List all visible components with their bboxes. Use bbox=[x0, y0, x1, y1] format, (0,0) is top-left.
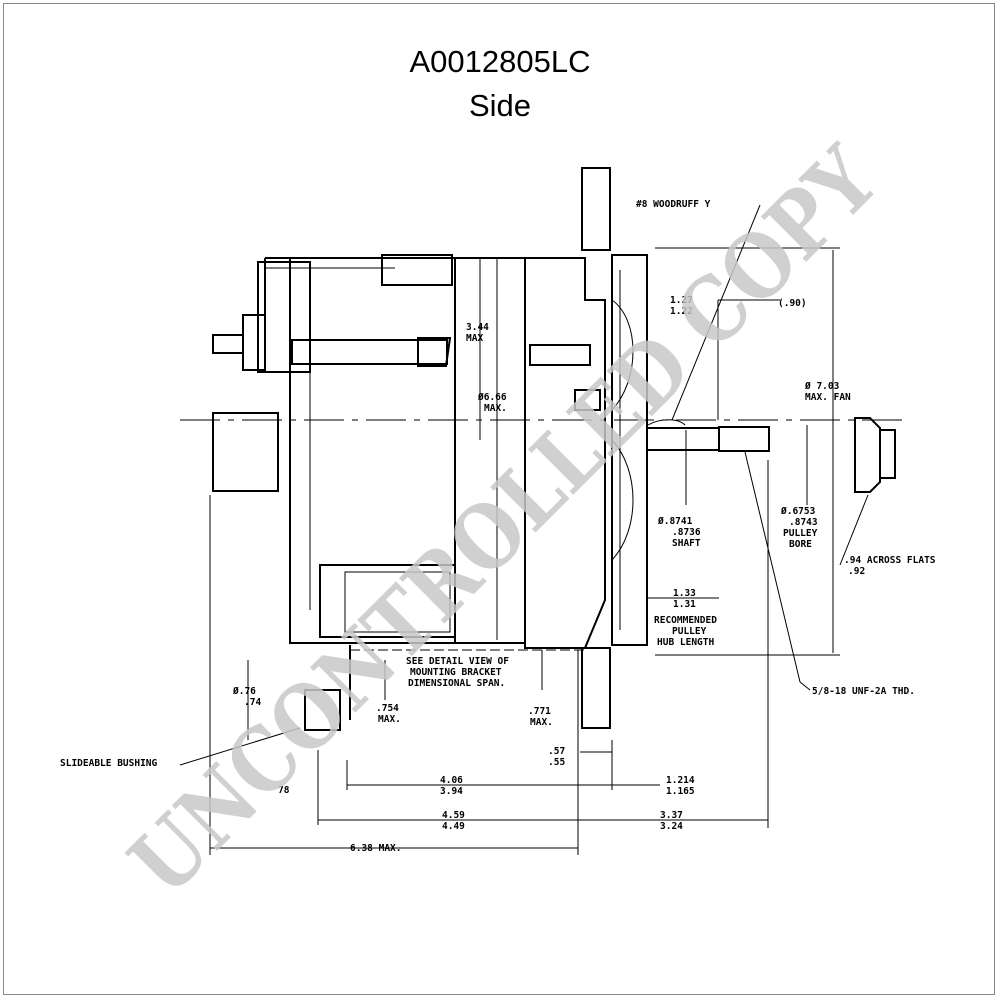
dim-1-27: 1.27 bbox=[670, 295, 693, 306]
mounting-bracket bbox=[581, 167, 611, 729]
dim-0-90: (.90) bbox=[778, 298, 807, 309]
recommended-label: RECOMMENDED bbox=[654, 615, 717, 626]
dim-across-flats: .94 ACROSS FLATS bbox=[844, 555, 936, 566]
dim-4-06: 4.06 bbox=[440, 775, 463, 786]
dim-3-24: 3.24 bbox=[660, 821, 683, 832]
rear-housing bbox=[212, 254, 453, 492]
uncontrolled-copy-watermark: UNCONTROLLED COPY bbox=[109, 126, 897, 914]
dim-1-31: 1.31 bbox=[673, 599, 696, 610]
dim-0-76: Ø.76 bbox=[232, 686, 256, 697]
dim-bore-6753: Ø.6753 bbox=[780, 506, 816, 517]
slideable-bushing bbox=[304, 645, 351, 731]
pulley-label: PULLEY bbox=[783, 528, 818, 539]
hub-length-label: HUB LENGTH bbox=[657, 637, 714, 648]
dim-0-55: .55 bbox=[548, 757, 565, 768]
dim-3-44-max: MAX bbox=[466, 333, 483, 344]
dim-1-214: 1.214 bbox=[666, 775, 695, 786]
dim-1-165: 1.165 bbox=[666, 786, 695, 797]
dim-shaft-8736: .8736 bbox=[672, 527, 701, 538]
bore-label: BORE bbox=[789, 539, 812, 550]
dim-3-94: 3.94 bbox=[440, 786, 463, 797]
dim-0-92: .92 bbox=[848, 566, 865, 577]
dim-6-66: Ø6.66 bbox=[477, 392, 507, 403]
dim-1-22: 1.22 bbox=[670, 306, 693, 317]
woodruff-key-label: #8 WOODRUFF Y bbox=[636, 199, 711, 210]
dim-3-44: 3.44 bbox=[466, 322, 489, 333]
dim-0-74: .74 bbox=[244, 697, 261, 708]
dim-4-49: 4.49 bbox=[442, 821, 465, 832]
dim-fragment: 78 bbox=[278, 785, 290, 796]
dim-bore-8743: .8743 bbox=[789, 517, 818, 528]
part-number-title: A0012805LC bbox=[409, 44, 591, 79]
dim-0-771-max: MAX. bbox=[530, 717, 553, 728]
dim-1-33: 1.33 bbox=[673, 588, 696, 599]
see-detail-line-3: DIMENSIONAL SPAN. bbox=[408, 678, 505, 689]
dim-6-38-max: 6.38 MAX. bbox=[350, 843, 401, 854]
view-title: Side bbox=[468, 88, 532, 123]
drawing-frame bbox=[3, 3, 995, 995]
dim-shaft-8741: Ø.8741 bbox=[657, 516, 693, 527]
dim-6-66-max: MAX. bbox=[484, 403, 507, 414]
dim-7-03: Ø 7.03 bbox=[804, 381, 840, 392]
dim-0-754: .754 bbox=[376, 703, 399, 714]
slideable-bushing-label: SLIDEABLE BUSHING bbox=[60, 758, 158, 769]
shaft bbox=[646, 417, 896, 493]
see-detail-line-1: SEE DETAIL VIEW OF bbox=[406, 656, 509, 667]
see-detail-line-2: MOUNTING BRACKET bbox=[410, 667, 502, 678]
shaft-label: SHAFT bbox=[672, 538, 701, 549]
dim-0-754-max: MAX. bbox=[378, 714, 401, 725]
dimension-labels: #8 WOODRUFF Y 1.27 1.22 (.90) 3.44 MAX Ø… bbox=[60, 199, 936, 854]
dim-0-771: .771 bbox=[528, 706, 551, 717]
pulley-hub-label: PULLEY bbox=[672, 626, 707, 637]
dim-7-03-max-fan: MAX. FAN bbox=[805, 392, 851, 403]
dimension-lines bbox=[179, 204, 869, 855]
dim-4-59: 4.59 bbox=[442, 810, 465, 821]
dim-0-57: .57 bbox=[548, 746, 565, 757]
main-body bbox=[289, 257, 606, 649]
dim-3-37: 3.37 bbox=[660, 810, 683, 821]
thread-label: 5/8-18 UNF-2A THD. bbox=[812, 686, 915, 697]
